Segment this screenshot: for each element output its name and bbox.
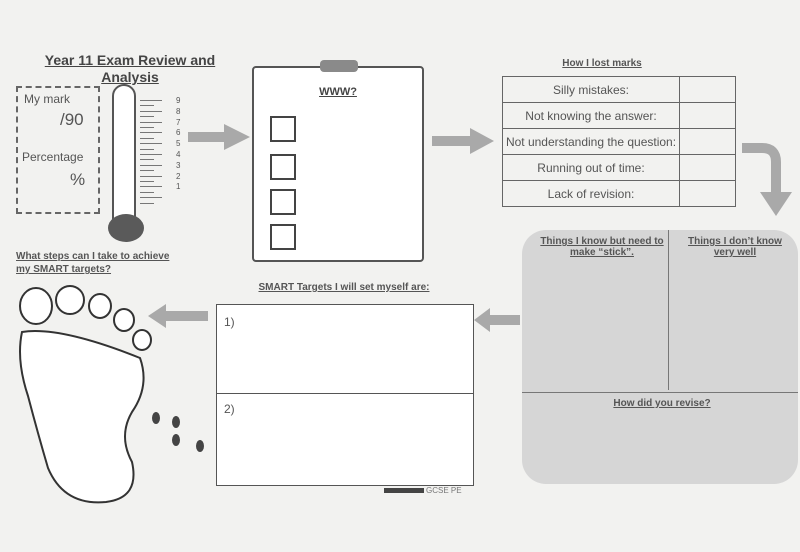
scale-number: 5 [176,139,181,149]
scale-number: 6 [176,128,181,138]
divider [522,392,798,393]
steps-title: What steps can I take to achieve my SMAR… [16,251,170,275]
scale-tick [140,143,162,145]
www-checkbox[interactable] [270,224,296,250]
lost-reason: Lack of revision: [502,180,680,207]
arrow-left-icon [148,304,208,328]
arrow-head-icon [224,124,250,150]
scale-tick [140,137,154,139]
arrow-curve-down-icon [742,143,792,216]
scale-tick [140,132,162,134]
scale-tick [140,127,154,128]
lost-marks-table: Silly mistakes: Not knowing the answer: … [502,76,736,207]
page-title: Year 11 Exam Review and Analysis [44,52,216,85]
smart-targets-box[interactable]: 1) 2) [216,304,474,486]
lost-marks-cell[interactable] [679,128,736,155]
table-row: Lack of revision: [502,180,736,207]
scale-tick [140,116,154,118]
scale-number: 2 [176,171,181,181]
scale-number: 8 [176,106,181,116]
arrow-head-icon [470,128,494,154]
divider [668,230,669,390]
scale-number: 7 [176,117,181,127]
know-stick-heading: Things I know but need to make “stick”. [540,236,664,258]
things-panel: Things I know but need to make “stick”. … [522,230,798,484]
table-row: Not understanding the question: [502,128,736,155]
clipboard-clasp-icon [320,60,358,72]
lost-marks-cell[interactable] [679,154,736,181]
redacted-mark [384,488,424,494]
my-mark-box: My mark /90 Percentage % [16,86,100,214]
scale-tick [140,181,154,182]
scale-tick [140,186,162,188]
scale-tick [140,110,162,112]
scale-tick [140,164,162,166]
scale-number: 1 [176,182,181,192]
thermometer-icon [112,84,136,224]
scale-tick [140,105,154,107]
scale-tick [140,154,162,155]
mark-out-of: /90 [60,110,84,129]
www-title: WWW? [319,86,357,98]
scale-tick [140,197,162,199]
lost-reason: Not knowing the answer: [502,102,680,129]
table-row: Running out of time: [502,154,736,181]
percent-sign: % [70,170,86,189]
www-clipboard: WWW? [252,60,424,262]
lost-reason: Silly mistakes: [502,76,680,103]
lost-marks-cell[interactable] [679,102,736,129]
scale-tick [140,159,154,161]
scale-tick [140,100,162,101]
dont-know-heading: Things I don’t know very well [688,236,782,258]
lost-reason: Running out of time: [502,154,680,181]
table-row: Not knowing the answer: [502,102,736,129]
scale-tick [140,170,154,172]
arrow-right-icon [432,136,472,146]
my-mark-label: My mark [24,92,70,106]
smart-item-2: 2) [224,402,235,416]
footer-text: GCSE PE [426,486,462,495]
smart-title: SMART Targets I will set myself are: [258,282,430,293]
smart-item-1: 1) [224,315,235,329]
lost-marks-cell[interactable] [679,76,736,103]
www-checkbox[interactable] [270,154,296,180]
arrow-right-icon [188,132,226,142]
www-checkbox[interactable] [270,189,296,215]
lost-marks-cell[interactable] [679,180,736,207]
thermometer-bulb [108,214,144,242]
lost-marks-title: How I lost marks [562,58,642,69]
scale-tick [140,191,154,193]
scale-tick [140,148,154,150]
scale-number: 4 [176,150,181,159]
footprint-icon [19,285,204,504]
scale-tick [140,202,154,204]
how-revise-heading: How did you revise? [613,398,711,409]
www-checkbox[interactable] [270,116,296,142]
scale-number: 3 [176,160,181,170]
scale-tick [140,121,162,123]
table-row: Silly mistakes: [502,76,736,103]
scale-number: 9 [176,96,181,105]
footer-label: GCSE PE [384,486,462,495]
scale-tick [140,175,162,177]
arrow-left-icon [474,308,520,332]
lost-reason: Not understanding the question: [502,128,680,155]
divider [217,393,473,394]
percentage-label: Percentage [22,150,84,164]
